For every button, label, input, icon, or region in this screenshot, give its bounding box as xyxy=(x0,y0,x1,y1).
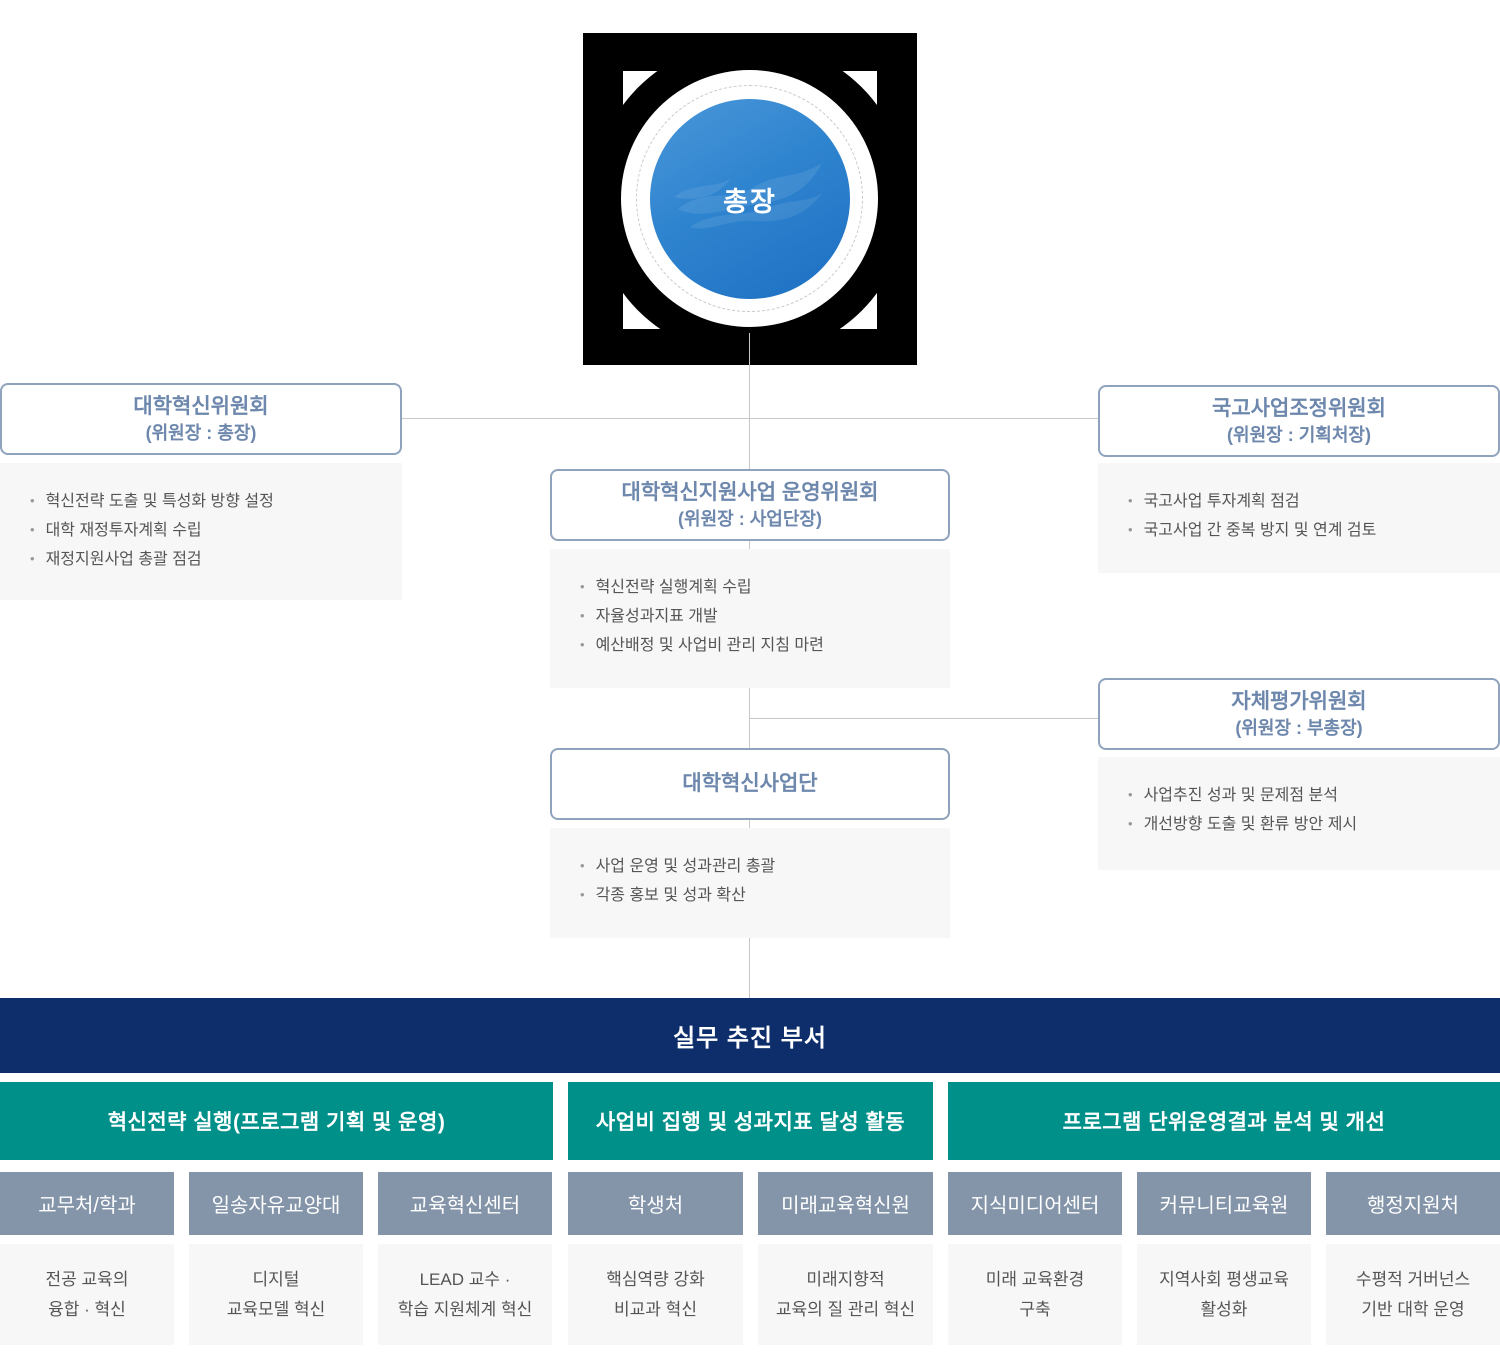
bullet-item: 개선방향 도출 및 환류 방안 제시 xyxy=(1128,810,1482,839)
committee-panel-project-group: 사업 운영 및 성과관리 총괄 각종 홍보 및 성과 확산 xyxy=(550,828,950,938)
dept-body-student-affairs: 핵심역량 강화 비교과 혁신 xyxy=(568,1244,743,1345)
committee-panel-operating: 혁신전략 실행계획 수립 자율성과지표 개발 예산배정 및 사업비 관리 지침 … xyxy=(550,549,950,688)
dept-header-community-edu: 커뮤니티교육원 xyxy=(1137,1172,1311,1235)
committee-panel-self-evaluation: 사업추진 성과 및 문제점 분석 개선방향 도출 및 환류 방안 제시 xyxy=(1098,757,1500,870)
connector-horizontal-top xyxy=(400,418,1100,419)
dept-body-academic-affairs: 전공 교육의 융합 · 혁신 xyxy=(0,1244,174,1345)
committee-subtitle: (위원장 : 기획처장) xyxy=(1227,425,1371,446)
committee-box-self-evaluation: 자체평가위원회 (위원장 : 부총장) xyxy=(1098,678,1500,750)
bullet-item: 혁신전략 실행계획 수립 xyxy=(580,573,932,602)
bullet-item: 사업 운영 및 성과관리 총괄 xyxy=(580,852,932,881)
bullet-item: 국고사업 투자계획 점검 xyxy=(1128,487,1482,516)
bullet-item: 예산배정 및 사업비 관리 지침 마련 xyxy=(580,631,932,660)
committee-subtitle: (위원장 : 총장) xyxy=(145,423,257,444)
dept-header-future-edu: 미래교육혁신원 xyxy=(758,1172,933,1235)
dept-desc-line: 교육모델 혁신 xyxy=(226,1299,326,1319)
dept-desc-line: 디지털 xyxy=(252,1269,300,1289)
group-header-strategy: 혁신전략 실행(프로그램 기획 및 운영) xyxy=(0,1082,553,1160)
dept-body-admin-support: 수평적 거버넌스 기반 대학 운영 xyxy=(1326,1244,1500,1345)
dept-header-student-affairs: 학생처 xyxy=(568,1172,743,1235)
committee-box-operating: 대학혁신지원사업 운영위원회 (위원장 : 사업단장) xyxy=(550,469,950,541)
dept-desc-line: 융합 · 혁신 xyxy=(48,1299,126,1319)
dept-desc-line: 핵심역량 강화 xyxy=(606,1269,705,1289)
committee-title: 대학혁신위원회 xyxy=(133,394,269,418)
dept-body-edu-innovation: LEAD 교수 · 학습 지원체계 혁신 xyxy=(378,1244,552,1345)
wave-logo-watermark xyxy=(674,163,822,229)
president-label: 총장 xyxy=(723,186,777,217)
committee-box-univ-innovation: 대학혁신위원회 (위원장 : 총장) xyxy=(0,383,402,455)
group-header-analysis: 프로그램 단위운영결과 분석 및 개선 xyxy=(948,1082,1500,1160)
dept-desc-line: 수평적 거버넌스 xyxy=(1355,1269,1471,1289)
dept-desc-line: 구축 xyxy=(1019,1299,1051,1319)
dept-header-edu-innovation: 교육혁신센터 xyxy=(378,1172,552,1235)
bullet-item: 국고사업 간 중복 방지 및 연계 검토 xyxy=(1128,516,1482,545)
bullet-item: 대학 재정투자계획 수립 xyxy=(30,516,384,545)
dept-desc-line: 기반 대학 운영 xyxy=(1361,1299,1465,1319)
dept-body-ilsong-liberal: 디지털 교육모델 혁신 xyxy=(189,1244,363,1345)
emblem-dashed-ring xyxy=(636,85,863,312)
president-emblem: 총장 xyxy=(583,33,917,365)
dept-body-future-edu: 미래지향적 교육의 질 관리 혁신 xyxy=(758,1244,933,1345)
committee-title: 자체평가위원회 xyxy=(1231,689,1367,713)
bullet-item: 혁신전략 도출 및 특성화 방향 설정 xyxy=(30,487,384,516)
committee-box-national-fund: 국고사업조정위원회 (위원장 : 기획처장) xyxy=(1098,385,1500,457)
dept-body-knowledge-media: 미래 교육환경 구축 xyxy=(948,1244,1122,1345)
bullet-item: 재정지원사업 총괄 점검 xyxy=(30,545,384,574)
dept-desc-line: 지역사회 평생교육 xyxy=(1159,1269,1289,1289)
execution-banner: 실무 추진 부서 xyxy=(0,998,1500,1073)
dept-desc-line: 활성화 xyxy=(1200,1299,1248,1319)
dept-header-ilsong-liberal: 일송자유교양대 xyxy=(189,1172,363,1235)
dept-header-admin-support: 행정지원처 xyxy=(1326,1172,1500,1235)
committee-title: 국고사업조정위원회 xyxy=(1212,396,1386,420)
committee-panel-national-fund: 국고사업 투자계획 점검 국고사업 간 중복 방지 및 연계 검토 xyxy=(1098,463,1500,573)
committee-box-project-group: 대학혁신사업단 xyxy=(550,748,950,820)
committee-subtitle: (위원장 : 사업단장) xyxy=(678,509,822,530)
dept-desc-line: 미래 교육환경 xyxy=(985,1269,1085,1289)
connector-horizontal-mid xyxy=(750,718,1100,719)
dept-header-academic-affairs: 교무처/학과 xyxy=(0,1172,174,1235)
president-circle: 총장 xyxy=(650,99,850,299)
dept-desc-line: 비교과 혁신 xyxy=(614,1299,697,1319)
bullet-item: 자율성과지표 개발 xyxy=(580,602,932,631)
committee-panel-univ-innovation: 혁신전략 도출 및 특성화 방향 설정 대학 재정투자계획 수립 재정지원사업 … xyxy=(0,463,402,600)
bullet-item: 사업추진 성과 및 문제점 분석 xyxy=(1128,781,1482,810)
dept-desc-line: 미래지향적 xyxy=(806,1269,885,1289)
committee-subtitle: (위원장 : 부총장) xyxy=(1235,718,1363,739)
bullet-item: 각종 홍보 및 성과 확산 xyxy=(580,881,932,910)
dept-header-knowledge-media: 지식미디어센터 xyxy=(948,1172,1122,1235)
dept-desc-line: 교육의 질 관리 혁신 xyxy=(775,1299,916,1319)
group-header-budget: 사업비 집행 및 성과지표 달성 활동 xyxy=(568,1082,933,1160)
committee-title: 대학혁신사업단 xyxy=(682,771,818,795)
dept-desc-line: 학습 지원체계 혁신 xyxy=(397,1299,533,1319)
dept-desc-line: LEAD 교수 · xyxy=(419,1269,511,1289)
dept-desc-line: 전공 교육의 xyxy=(45,1269,129,1289)
dept-body-community-edu: 지역사회 평생교육 활성화 xyxy=(1137,1244,1311,1345)
committee-title: 대학혁신지원사업 운영위원회 xyxy=(621,480,879,504)
